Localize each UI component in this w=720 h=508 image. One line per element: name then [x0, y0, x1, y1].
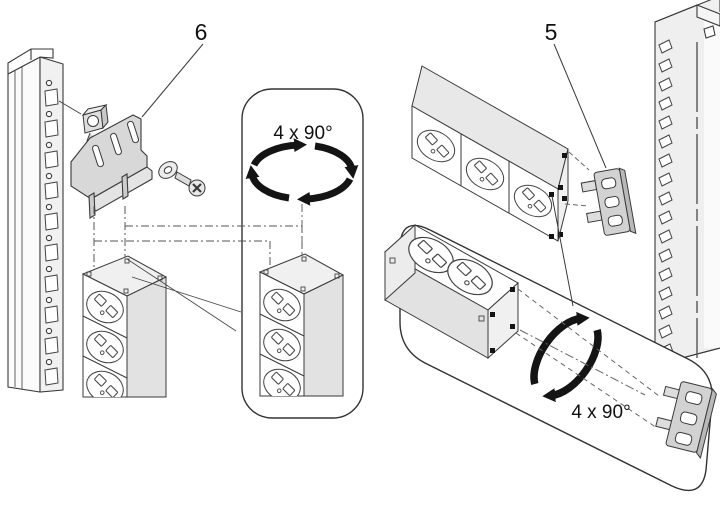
power-strip-left [80, 255, 168, 398]
assembly-dashed-lines-right [515, 288, 660, 429]
cage-nut [81, 103, 109, 145]
callout-5-leader [553, 43, 607, 169]
screw [174, 171, 206, 197]
rail-pilot-holes [45, 79, 53, 366]
hole-to-cagenut-leader [58, 100, 82, 115]
rotation-label-right: 4 x 90° [571, 402, 630, 423]
adapter-bracket-lower [655, 381, 717, 460]
strip-corner-marks [263, 256, 340, 292]
adapter-slots [601, 177, 623, 227]
strip-end-face [487, 281, 519, 360]
strip-end-face [557, 148, 569, 242]
washer [158, 161, 178, 179]
power-strip-detail-end [384, 223, 519, 360]
callout-5-label: 5 [545, 19, 558, 45]
strip-side-face [303, 274, 344, 397]
power-strip-left-rotated-view [257, 253, 345, 397]
rail-top-fold [696, 4, 720, 27]
same-part-leaders [126, 258, 242, 332]
strip-corner-marks [490, 287, 515, 353]
detail-view-leader [551, 195, 574, 307]
power-strip-right [411, 65, 569, 242]
rotation-arrows-left [245, 138, 359, 206]
bracket-tab [88, 192, 96, 219]
callout-6-leader [141, 43, 204, 118]
adapter-slots [674, 391, 703, 446]
right-rack-rail [654, 0, 720, 366]
bracket-tab [121, 173, 129, 200]
strip-side-face [126, 276, 167, 398]
strip-corner-marks [86, 258, 163, 294]
phillips-icon [192, 183, 202, 193]
left-rack-rail [7, 48, 64, 393]
assembly-dashed-lines-upper [564, 151, 590, 207]
rotation-axis-line-right [519, 329, 646, 396]
rail-side-face [7, 56, 41, 393]
rail-fold-hole [703, 25, 716, 39]
mounting-bracket [70, 114, 153, 219]
bracket-plate [70, 114, 148, 200]
adapter-pin [580, 180, 598, 193]
bracket-slots [92, 120, 139, 168]
adapter-pin [586, 210, 603, 224]
callout-6-label: 6 [195, 19, 208, 45]
strip-corner-marks [549, 153, 567, 239]
strip-face-marks [389, 257, 485, 322]
rotation-label-left: 4 x 90° [273, 123, 332, 144]
adapter-bracket-item5 [580, 167, 637, 236]
